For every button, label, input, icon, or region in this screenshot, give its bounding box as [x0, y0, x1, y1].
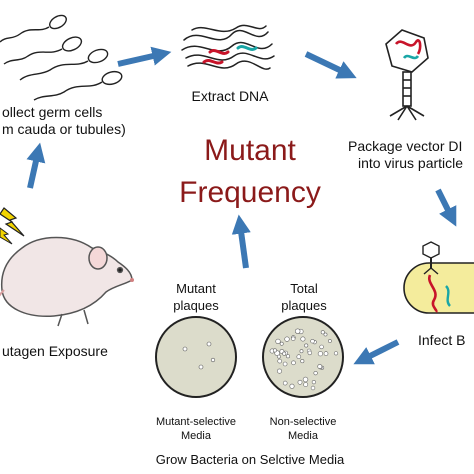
- mutagen-exposure-label: utagen Exposure: [2, 343, 108, 359]
- petri-dish-icon: [155, 316, 237, 398]
- diagram-title-line1: Mutant: [204, 134, 296, 167]
- petri-dish-icon: [262, 316, 344, 398]
- plaque-dot: [276, 368, 282, 374]
- cycle-arrow-icon: [435, 188, 457, 227]
- dna-coil-icon: [181, 24, 275, 70]
- plaque-dot: [279, 341, 284, 346]
- plaque-dot: [311, 380, 317, 385]
- plaque-dot: [310, 339, 315, 344]
- collect-germ-cells-label: ollect germ cells: [2, 104, 103, 120]
- plaque-dot: [282, 351, 287, 356]
- diagram-title-line2: Frequency: [179, 176, 321, 209]
- plaque-dot: [289, 383, 295, 389]
- plaque-dot: [297, 379, 303, 385]
- plaque-dot: [317, 364, 323, 369]
- plaque-dot: [284, 336, 290, 342]
- plaque-dot: [300, 359, 305, 364]
- plaque-dot: [307, 350, 312, 356]
- plaque-dot: [303, 382, 309, 387]
- cycle-arrow-icon: [304, 51, 357, 79]
- plaque-dot: [295, 328, 301, 334]
- total-plaques-heading-2: plaques: [281, 298, 327, 313]
- package-vector-label: Package vector DI: [348, 138, 463, 154]
- plaque-dot: [323, 351, 329, 356]
- plaque-dot: [304, 343, 309, 348]
- plaque-dot: [277, 358, 283, 364]
- plaque-dot: [333, 351, 339, 356]
- mutant-selective-media-label: Mutant-selective: [155, 416, 237, 428]
- mutant-selective-media-label-2: Media: [181, 430, 211, 442]
- total-plaques-heading: Total: [290, 281, 318, 296]
- plaque-dot: [291, 360, 296, 366]
- plaque-dot: [317, 351, 324, 357]
- grow-bacteria-caption: Grow Bacteria on Selctive Media: [155, 452, 345, 467]
- plaque-dot: [300, 336, 306, 342]
- mutant-plaques-heading-2: plaques: [173, 298, 219, 313]
- plaque-dot: [296, 354, 302, 360]
- bacterium-icon: [403, 241, 474, 314]
- plaque-dot: [272, 348, 277, 353]
- sperm-cells-icon: [0, 14, 123, 101]
- lightning-bolt-icon: [0, 207, 25, 245]
- plaque-dot: [285, 354, 290, 359]
- infect-bacteria-label: Infect B: [418, 332, 466, 348]
- plaque-dot: [275, 338, 281, 345]
- non-selective-media-label-2: Media: [288, 430, 318, 442]
- plaque-dot: [313, 371, 318, 376]
- cycle-arrow-icon: [353, 339, 400, 365]
- package-virus-label: into virus particle: [358, 155, 464, 171]
- plaque-dot: [323, 332, 328, 337]
- non-selective-media-label: Non-selective: [269, 416, 337, 428]
- plaque-dot: [282, 361, 288, 367]
- bacteriophage-icon: [385, 29, 429, 121]
- plaque-dot: [302, 376, 309, 383]
- cycle-arrow-icon: [231, 214, 251, 269]
- plaque-dot: [299, 349, 304, 354]
- collect-germ-cells-source-label: m cauda or tubules): [2, 121, 126, 137]
- plaque-dot: [327, 339, 332, 343]
- extract-dna-label: Extract DNA: [191, 88, 269, 104]
- cycle-arrow-icon: [26, 142, 46, 189]
- cycle-arrow-icon: [117, 46, 172, 67]
- mouse-icon: [0, 236, 134, 327]
- plaque-dot: [291, 336, 296, 341]
- mutant-plaques-heading: Mutant: [176, 281, 216, 296]
- plaque-dot: [276, 354, 281, 359]
- plaque-dot: [310, 385, 316, 391]
- plaque-dot: [320, 330, 325, 335]
- plaque-dot: [319, 344, 324, 350]
- plaque-dot: [282, 380, 288, 386]
